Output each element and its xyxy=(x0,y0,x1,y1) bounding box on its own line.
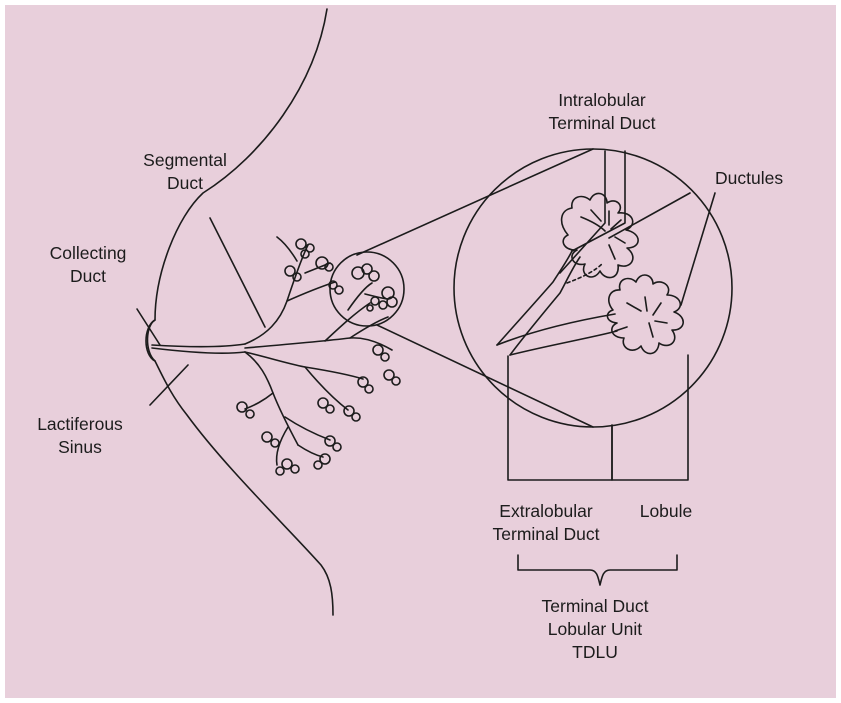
background-panel xyxy=(5,5,836,698)
extralobular-label-line1: Extralobular xyxy=(493,500,600,523)
tdlu-label: Terminal Duct Lobular Unit TDLU xyxy=(542,595,649,664)
collecting-duct-label-line2: Duct xyxy=(50,265,127,288)
segmental-duct-label-line1: Segmental xyxy=(143,149,227,172)
segmental-duct-label-line2: Duct xyxy=(143,172,227,195)
diagram-drawing xyxy=(5,5,836,698)
collecting-duct-label: Collecting Duct xyxy=(50,242,127,288)
lobule-label: Lobule xyxy=(640,500,693,523)
lactiferous-sinus-label-line2: Sinus xyxy=(37,436,123,459)
ductules-label: Ductules xyxy=(715,167,783,190)
lactiferous-sinus-label-line1: Lactiferous xyxy=(37,413,123,436)
collecting-duct-label-line1: Collecting xyxy=(50,242,127,265)
intralobular-label: Intralobular Terminal Duct xyxy=(549,89,656,135)
breast-anatomy-diagram: Intralobular Terminal Duct Ductules Segm… xyxy=(5,5,836,698)
tdlu-label-line2: Lobular Unit xyxy=(542,618,649,641)
intralobular-label-line1: Intralobular xyxy=(549,89,656,112)
extralobular-label-line2: Terminal Duct xyxy=(493,523,600,546)
tdlu-label-line3: TDLU xyxy=(542,641,649,664)
intralobular-label-line2: Terminal Duct xyxy=(549,112,656,135)
tdlu-label-line1: Terminal Duct xyxy=(542,595,649,618)
extralobular-label: Extralobular Terminal Duct xyxy=(493,500,600,546)
lactiferous-sinus-label: Lactiferous Sinus xyxy=(37,413,123,459)
segmental-duct-label: Segmental Duct xyxy=(143,149,227,195)
